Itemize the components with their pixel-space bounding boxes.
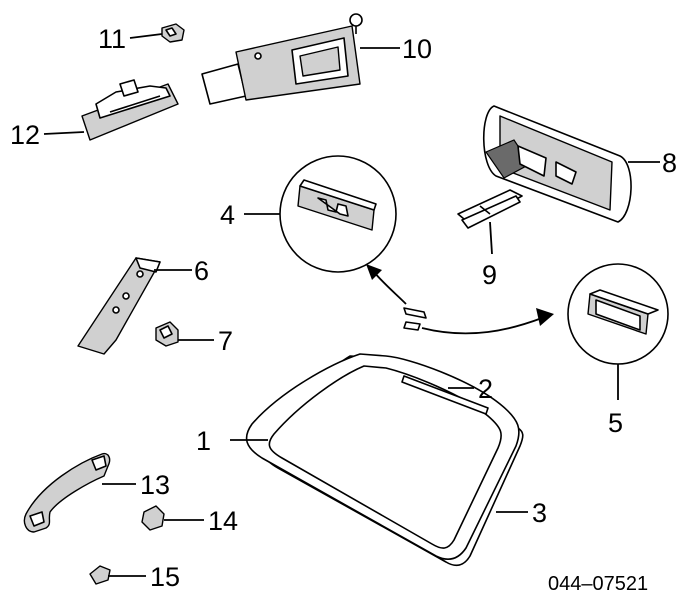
part-6-pillar-trim — [77, 257, 161, 355]
callout-1: 1 — [196, 426, 211, 456]
callout-15: 15 — [150, 562, 180, 592]
part-10-sun-visor — [201, 13, 363, 105]
part-4-detail — [279, 155, 397, 273]
part-8-rearview-mirror — [482, 105, 632, 223]
arrow-head-4 — [366, 264, 382, 280]
callout-4: 4 — [220, 200, 235, 230]
callout-6: 6 — [194, 256, 209, 286]
arrow-head-5 — [536, 308, 554, 326]
part-14-clip — [141, 505, 165, 531]
diagram-code: 044–07521 — [548, 573, 648, 595]
part-13-assist-grip — [23, 452, 111, 533]
callout-14: 14 — [208, 506, 238, 536]
part-9-mirror-bracket — [457, 189, 523, 229]
small-clips — [403, 307, 427, 331]
part-11-clip — [161, 23, 185, 43]
arrow-to-5 — [421, 317, 543, 335]
callout-7: 7 — [218, 326, 233, 356]
part-7-clip — [155, 321, 179, 347]
leader-12 — [43, 131, 85, 135]
callout-9: 9 — [482, 260, 497, 290]
part-5-detail — [567, 263, 669, 365]
callout-2: 2 — [478, 374, 493, 404]
part-1-windshield — [245, 353, 520, 561]
callout-8: 8 — [662, 148, 677, 178]
callout-11: 11 — [98, 24, 126, 54]
callout-13: 13 — [140, 470, 170, 500]
part-12-sun-visor — [81, 79, 179, 141]
callout-3: 3 — [532, 498, 547, 528]
part-15-clip — [89, 565, 111, 585]
callout-10: 10 — [402, 34, 432, 64]
callout-12: 12 — [10, 120, 40, 150]
arrow-to-4 — [373, 271, 407, 305]
leader-9 — [489, 221, 493, 255]
part-2-moulding-strip — [401, 375, 489, 415]
leader-11 — [129, 33, 163, 39]
callout-5: 5 — [608, 408, 623, 438]
